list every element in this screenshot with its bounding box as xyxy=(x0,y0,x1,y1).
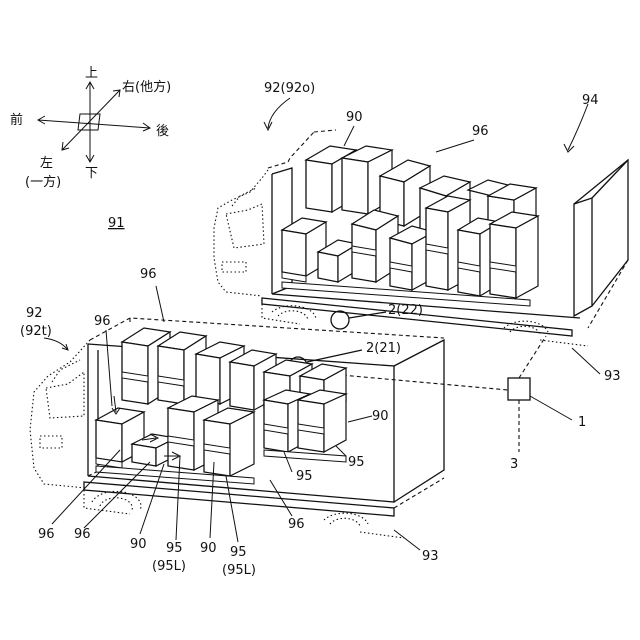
label-system-91: 91 xyxy=(108,216,125,231)
label-bottom-96c: 96 xyxy=(288,517,305,532)
label-network-93-bottom: 93 xyxy=(422,549,439,564)
dir-up-label: 上 xyxy=(85,66,98,81)
label-bottom-90b: 90 xyxy=(200,541,217,556)
label-right-95b: 95 xyxy=(296,469,313,484)
dir-left-sub-label: (一方) xyxy=(25,174,61,190)
label-bottom-95a-sub: (95L) xyxy=(152,559,186,574)
label-bottom-90a: 90 xyxy=(130,537,147,552)
direction-indicator: 上 下 前 後 右(他方) 左 (一方) xyxy=(10,66,171,190)
dir-right-label: 右(他方) xyxy=(122,79,171,95)
label-truck-92t: (92t) xyxy=(20,324,52,339)
network-server xyxy=(394,336,600,550)
label-truck-92: 92 xyxy=(26,306,43,321)
label-truck-92o: 92(92o) xyxy=(264,81,315,96)
dir-left-label: 左 xyxy=(40,156,53,171)
label-network-93-top: 93 xyxy=(604,369,621,384)
label-bottom-95b: 95 xyxy=(230,545,247,560)
sensor-22-marker xyxy=(331,311,349,329)
server-box xyxy=(508,378,530,400)
dir-front-label: 前 xyxy=(10,112,23,128)
label-sensor-22: 2(22) xyxy=(388,303,423,318)
label-right-95a: 95 xyxy=(348,455,365,470)
label-cargo-left-96: 96 xyxy=(94,314,111,329)
label-terminal-3: 3 xyxy=(510,457,518,472)
label-right-90: 90 xyxy=(372,409,389,424)
dir-rear-label: 後 xyxy=(156,124,169,139)
label-sensor-21: 2(21) xyxy=(366,341,401,356)
label-cargo-mid-96: 96 xyxy=(140,267,157,282)
label-cargo-top-90: 90 xyxy=(346,110,363,125)
label-cargo-top-96: 96 xyxy=(472,124,489,139)
label-bottom-95a: 95 xyxy=(166,541,183,556)
label-site-94: 94 xyxy=(582,93,599,108)
truck-bottom xyxy=(30,318,508,538)
dir-down-label: 下 xyxy=(85,166,98,181)
label-bottom-96b: 96 xyxy=(74,527,91,542)
label-bottom-95b-sub: (95L) xyxy=(222,563,256,578)
label-bottom-96a: 96 xyxy=(38,527,55,542)
label-server-1: 1 xyxy=(578,415,586,430)
